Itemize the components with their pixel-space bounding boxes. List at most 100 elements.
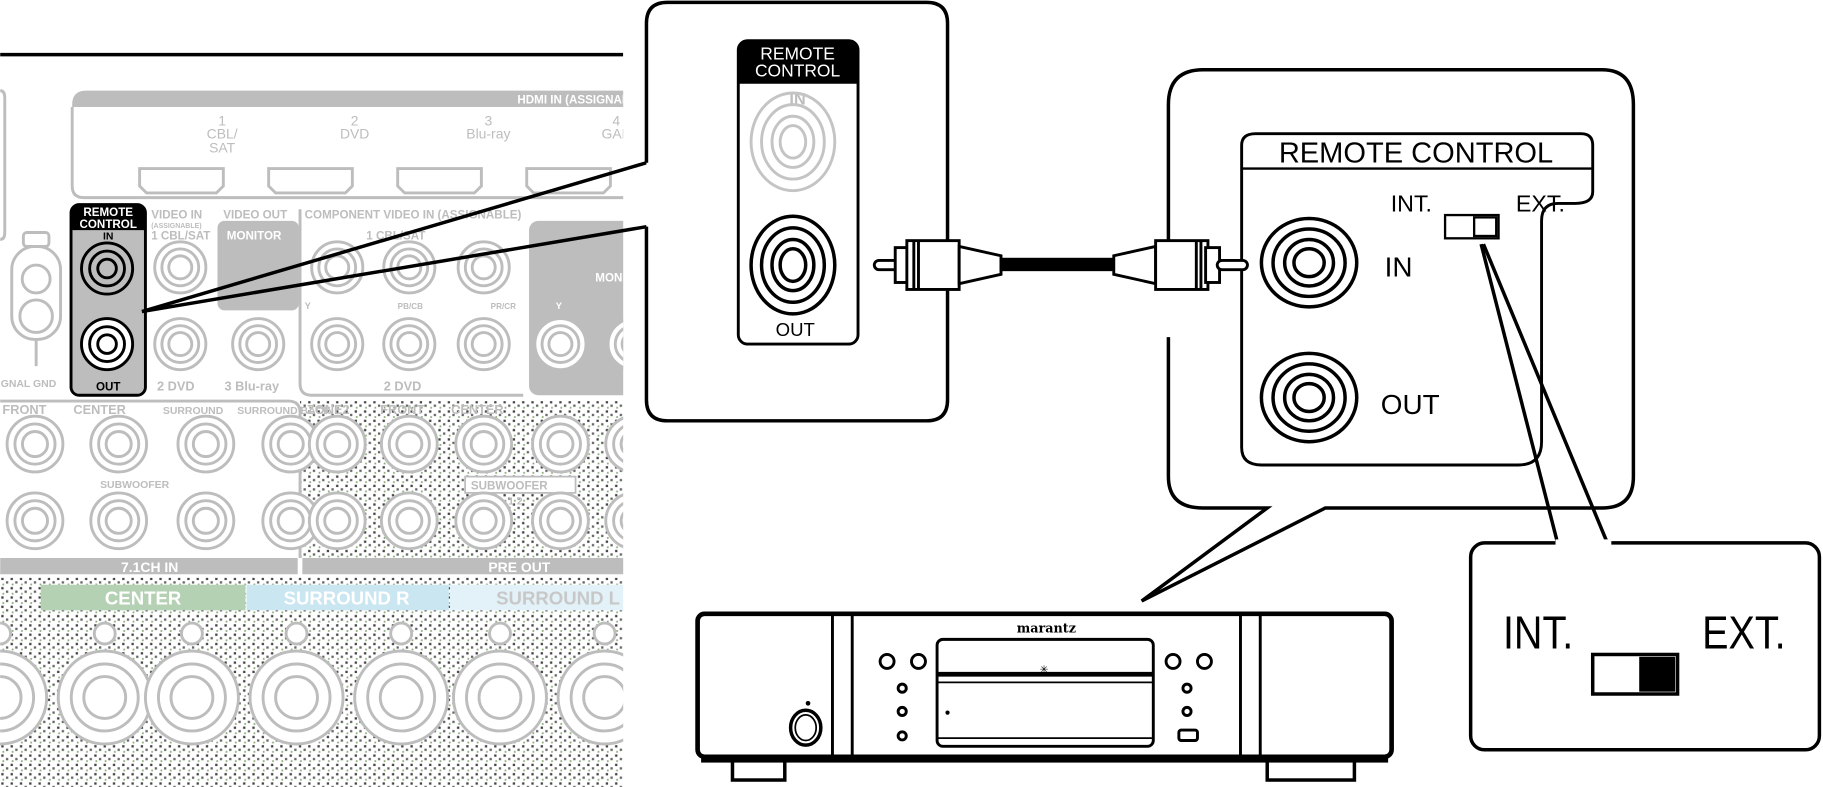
rca-jack-icon: [454, 414, 514, 474]
component-y-label: Y: [305, 301, 312, 311]
switch-detail: INT. EXT.: [1468, 539, 1822, 752]
rca-jack-out-icon: [1259, 351, 1359, 444]
speaker-center-label: CENTER: [105, 587, 182, 608]
rca-jack-icon: [310, 240, 365, 295]
rca-jack-icon: [261, 414, 321, 474]
video-out-label: VIDEO OUT: [223, 209, 287, 222]
receiver-remote-out-label: OUT: [96, 381, 121, 394]
component-pr-label: PR/CR: [491, 302, 516, 311]
speaker-surround-l-band: [449, 584, 624, 611]
signal-gnd-terminal-icon: [10, 231, 63, 367]
rca-jack-icon: [456, 317, 511, 372]
rca-jack-icon: [452, 649, 548, 746]
preout-front-label: FRONT: [380, 402, 424, 417]
speaker-polarity-icon: [0, 621, 13, 646]
rca-jack-out-icon: [80, 317, 135, 372]
video-in-bluray-label: 3 Blu-ray: [224, 379, 280, 394]
speaker-terminals: CENTER SURROUND R SURROUND L: [0, 577, 624, 787]
hdmi-4-num: 4: [612, 113, 620, 129]
speaker-polarity-icon: [180, 621, 204, 646]
front-buttons[interactable]: [878, 653, 1213, 742]
rca-jack-icon: [454, 491, 514, 551]
speaker-surround-r-label: SURROUND R: [284, 587, 411, 608]
rca-jack-icon: [0, 649, 49, 746]
rca-jack-icon: [153, 240, 624, 372]
rca-jack-icon: [89, 414, 149, 474]
component-monitor-label: MONITOR: [595, 271, 650, 284]
receiver-remote-in-label: IN: [103, 231, 113, 242]
preout-center-label: CENTER: [451, 402, 503, 417]
hdmi-1-name: CBL/: [207, 125, 238, 141]
ch71-surround-label: SURROUND: [163, 406, 224, 417]
hdmi-2-num: 2: [351, 113, 359, 129]
rca-jack-icon: [143, 649, 240, 746]
switch-detail-ext-label: EXT.: [1702, 608, 1785, 660]
receiver-remote-label-1: REMOTE: [83, 206, 133, 219]
rca-jack-out-icon: [749, 214, 837, 316]
rca-jack-icon: [307, 414, 367, 474]
ch71-surround-back-label: SURROUND BACK: [237, 406, 331, 417]
usb-port-icon: [1177, 728, 1199, 742]
zoom-player-remote-jacks: REMOTE CONTROL INT. EXT. IN OUT: [1140, 68, 1636, 603]
rca-jack-icon: [531, 491, 590, 551]
audio-io-section: FRONT CENTER SURROUND SURROUND BACK SUBW…: [0, 399, 624, 575]
hdmi-port-icon: [138, 167, 612, 195]
speaker-polarity-icon: [92, 621, 117, 646]
int-ext-switch-detail[interactable]: [1590, 652, 1680, 696]
rca-jack-icon: [231, 317, 286, 372]
speaker-polarity-icon: [488, 621, 512, 646]
receiver-remote-label-2: CONTROL: [80, 218, 137, 231]
preout-subwoofer-label: SUBWOOFER: [471, 479, 548, 492]
cd-player: marantz ✳: [695, 611, 1394, 782]
int-ext-switch[interactable]: [1443, 213, 1500, 240]
speaker-polarity-icon: [284, 621, 309, 646]
assignable-label: (ASSIGNABLE): [151, 223, 201, 230]
rca-jack-icon: [379, 491, 439, 551]
pre-out-label: PRE OUT: [488, 559, 550, 575]
marantz-logo: marantz: [1017, 621, 1076, 636]
zoom-player-ext-label: EXT.: [1516, 191, 1565, 217]
component-video-in-label: COMPONENT VIDEO IN (ASSIGNABLE): [305, 209, 522, 222]
display-star-icon: ✳: [1040, 665, 1049, 676]
ch71-in-label: 7.1CH IN: [121, 559, 178, 575]
rca-jack-icon: [5, 491, 65, 551]
rca-jack-icon: [456, 240, 511, 295]
speaker-surround-r-band: [246, 584, 449, 611]
component-dvd-label: 2 DVD: [384, 379, 422, 394]
hdmi-1-name2: SAT: [209, 139, 236, 155]
ch71-center-label: CENTER: [73, 402, 125, 417]
rca-jack-in-icon: [749, 91, 837, 193]
callout-lines: [141, 161, 647, 314]
rca-jack-icon: [153, 317, 208, 372]
rca-jack-in-icon: [80, 241, 135, 296]
rca-jack-icon: [176, 414, 236, 474]
speaker-polarity-icon: [389, 621, 414, 646]
hdmi-1-num: 1: [218, 113, 226, 129]
ch71-front-label: FRONT: [2, 402, 46, 417]
hdmi-3-num: 3: [484, 113, 492, 129]
rca-jack-icon: [5, 414, 65, 474]
hdmi-in-label: HDMI IN (ASSIGNABLE): [517, 93, 649, 106]
rca-jack-icon: [307, 491, 367, 551]
rca-jack-in-icon: [1259, 216, 1359, 309]
hdmi-in-section: HDMI IN (ASSIGNABLE) 1 CBL/ SAT 2 DVD 3 …: [70, 90, 649, 200]
zoom-receiver-out-label: OUT: [776, 319, 815, 340]
rca-jack-icon: [382, 240, 437, 295]
rca-jack-icon: [89, 491, 149, 551]
receiver-remote-control-jacks: REMOTE CONTROL IN OUT: [69, 203, 147, 397]
preout-zone2-label: ZONE2: [307, 402, 350, 417]
video-out-monitor-label: MONITOR: [227, 229, 282, 242]
zoom-receiver-label-2: CONTROL: [755, 61, 840, 81]
preout-subwoofer-numbers: 1 2: [508, 497, 523, 508]
speaker-polarity-icon: [592, 621, 617, 646]
rca-jack-icon: [153, 240, 208, 295]
rca-jack-icon: [310, 317, 365, 372]
hdmi-2-name: DVD: [340, 125, 369, 141]
zoom-player-title: REMOTE CONTROL: [1279, 138, 1553, 170]
switch-callout-lines: [1479, 243, 1610, 545]
disc-tray[interactable]: [935, 637, 1155, 748]
rca-jack-icon: [533, 317, 588, 372]
rca-jack-icon: [56, 649, 153, 746]
rca-jack-icon: [248, 649, 345, 746]
